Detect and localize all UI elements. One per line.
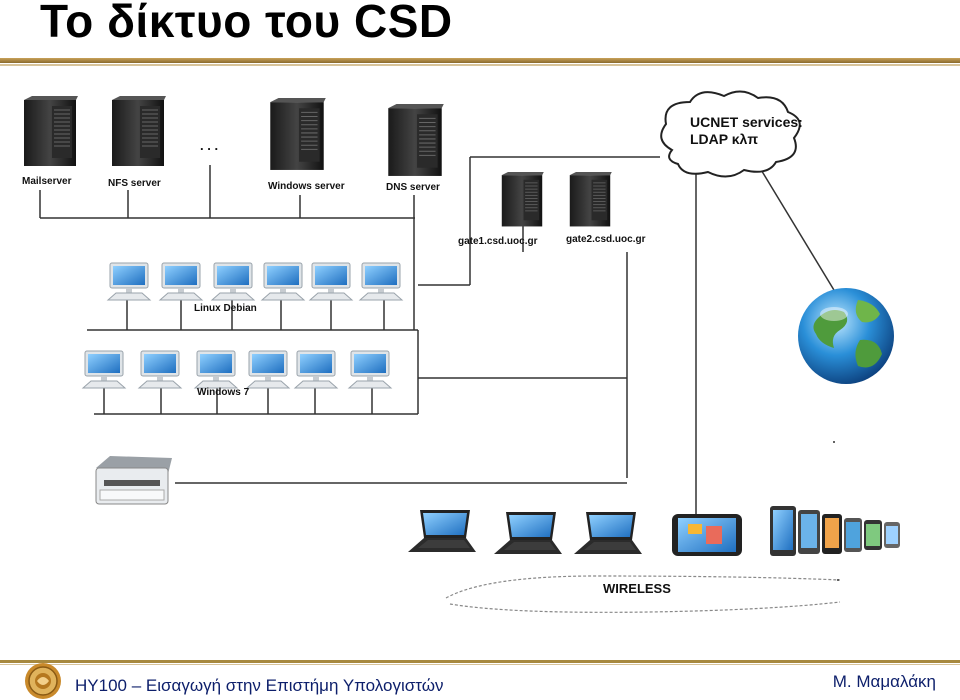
footer-rule-thin [0, 664, 960, 665]
smartphones-icon [770, 506, 900, 556]
linux-pc-4-icon [261, 262, 305, 301]
linux-pc-5-icon [309, 262, 353, 301]
windows-pc-4-icon [246, 350, 290, 389]
linux-pc-2-icon [159, 262, 203, 301]
internet-globe-icon [798, 288, 894, 384]
footer-rule [0, 660, 960, 663]
tablet-icon [672, 514, 742, 556]
linux-group-label: Linux Debian [194, 303, 257, 314]
linux-pc-1-icon [107, 262, 151, 301]
linux-pc-6-icon [359, 262, 403, 301]
server-label-windows: Windows server [268, 181, 345, 192]
printer-icon [95, 456, 172, 505]
laptop-3-icon [574, 512, 642, 554]
header-rule [0, 58, 960, 63]
server-label-mailserver: Mailserver [22, 176, 72, 187]
mailserver-icon [23, 96, 78, 167]
server-label-nfs: NFS server [108, 178, 161, 189]
windows-pc-6-icon [348, 350, 392, 389]
gateway-label-1: gate1.csd.uoc.gr [458, 236, 538, 247]
cloud-label-line2: LDAP κλπ [690, 131, 758, 147]
footer-course: HY100 – Εισαγωγή στην Επιστήμη Υπολογιστ… [75, 676, 444, 695]
page-title: Το δίκτυο του CSD [40, 0, 453, 47]
servers-ellipsis: . . . [200, 138, 218, 153]
gate1-server-icon [501, 172, 544, 227]
laptop-1-icon [408, 510, 476, 552]
windows-server-icon [269, 98, 326, 171]
gate2-server-icon [569, 172, 612, 227]
wireless-label: WIRELESS [603, 581, 671, 596]
university-seal-icon [25, 663, 61, 699]
header-rule-thin [0, 64, 960, 66]
laptop-2-icon [494, 512, 562, 554]
ucnet-cloud-icon [660, 90, 801, 178]
windows-pc-1-icon [82, 350, 126, 389]
footer-author: Μ. Μαμαλάκη [832, 672, 936, 691]
dns-server-icon [387, 104, 444, 177]
windows-pc-2-icon [138, 350, 182, 389]
linux-pc-3-icon [211, 262, 255, 301]
windows-group-label: Windows 7 [197, 387, 250, 398]
cloud-label-line1: UCNET services: [690, 114, 803, 130]
windows-pc-5-icon [294, 350, 338, 389]
windows-pc-3-icon [194, 350, 238, 389]
gateway-label-2: gate2.csd.uoc.gr [566, 234, 646, 245]
server-label-dns: DNS server [386, 182, 440, 193]
nfs-server-icon [111, 96, 166, 167]
